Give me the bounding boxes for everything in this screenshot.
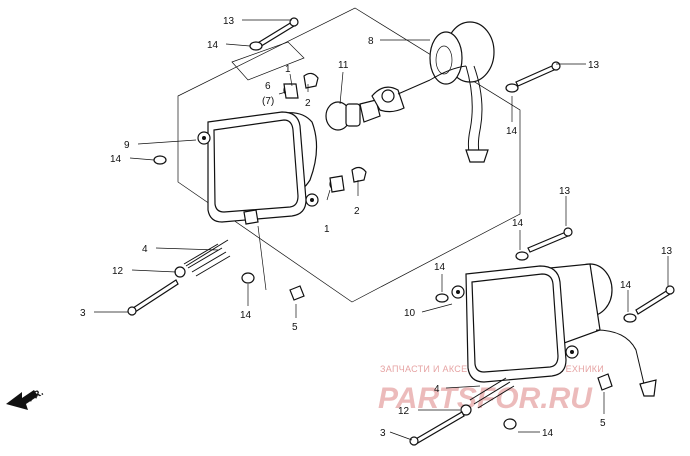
bolt-13-upper — [255, 17, 299, 49]
front-arrow-icon — [6, 390, 38, 410]
callout-1-a: 1 — [285, 64, 291, 75]
callout-5-a: 5 — [292, 322, 298, 333]
clip-5-lower — [597, 373, 613, 391]
washer-14-lower-bottom — [503, 418, 517, 430]
washer-14-lower-top — [515, 251, 529, 261]
callout-3-b: 3 — [380, 428, 386, 439]
position-bulb-upper — [283, 72, 319, 99]
callout-1-b: 1 — [324, 224, 330, 235]
callout-14-a: 14 — [207, 40, 219, 51]
bolt-13-lower-right — [635, 285, 675, 315]
washer-14-lower-left — [435, 293, 449, 303]
upper-socket-rubber — [371, 21, 495, 163]
spring-4-lower — [469, 377, 515, 409]
callout-13-c: 13 — [559, 186, 571, 197]
callout-8: 8 — [368, 36, 374, 47]
bolt-13-lower-top — [527, 227, 573, 253]
position-bulb-lower — [329, 166, 367, 193]
washer-14-right — [505, 83, 519, 93]
callout-14-b: 14 — [506, 126, 518, 137]
nut-12-upper — [174, 266, 186, 278]
nut-12-lower — [460, 404, 472, 416]
lower-lamp-housing — [451, 263, 657, 397]
callout-13-b: 13 — [588, 60, 600, 71]
clip-5-upper — [289, 285, 305, 301]
callout-4-b: 4 — [434, 384, 440, 395]
washer-14-top — [249, 41, 263, 51]
callout-2-a: 2 — [305, 98, 311, 109]
bolt-3-lower — [409, 411, 465, 446]
callout-14-d: 14 — [240, 310, 252, 321]
watermark-brand: PARTSFOR.RU — [378, 382, 593, 415]
bolt-bracket-outline — [231, 41, 305, 81]
callout-6: 6 — [265, 81, 271, 92]
upper-bulb — [325, 99, 381, 131]
callout-14-h: 14 — [542, 428, 554, 439]
front-arrow-label: FR. — [26, 387, 46, 405]
washer-14-bottom-upper — [241, 272, 255, 284]
washer-14-left — [153, 155, 167, 165]
callout-12-b: 12 — [398, 406, 410, 417]
callout-14-c: 14 — [110, 154, 122, 165]
callout-12-a: 12 — [112, 266, 124, 277]
washer-14-lower-right — [623, 313, 637, 323]
callout-2-b: 2 — [354, 206, 360, 217]
callout-3-a: 3 — [80, 308, 86, 319]
upper-lamp-housing — [197, 111, 319, 225]
callout-7: (7) — [262, 96, 274, 107]
callout-14-f: 14 — [434, 262, 446, 273]
spring-4-upper — [183, 239, 231, 277]
leader-lamp-to-clip — [257, 225, 267, 291]
callout-9: 9 — [124, 140, 130, 151]
bolt-13-right — [515, 61, 561, 87]
bolt-3-upper — [127, 279, 179, 316]
callout-13-d: 13 — [661, 246, 673, 257]
callout-13-a: 13 — [223, 16, 235, 27]
callout-14-g: 14 — [620, 280, 632, 291]
callout-11: 11 — [338, 60, 349, 71]
callout-10: 10 — [404, 308, 416, 319]
callout-4-a: 4 — [142, 244, 148, 255]
callout-5-b: 5 — [600, 418, 606, 429]
assembly-outline — [177, 7, 521, 303]
callout-leaders — [94, 19, 669, 441]
callout-14-e: 14 — [512, 218, 524, 229]
